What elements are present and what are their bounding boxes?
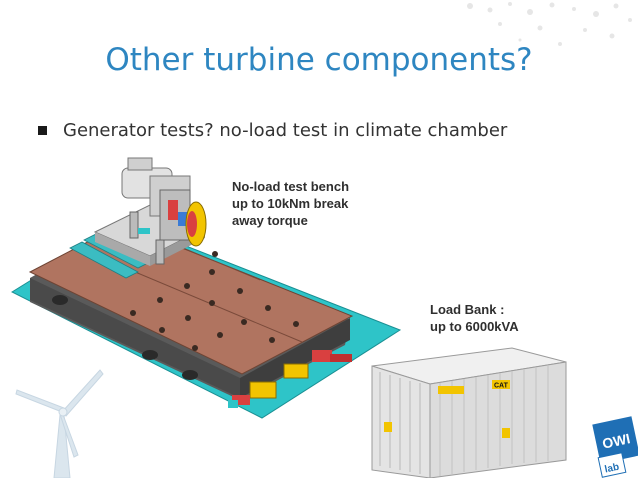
logo-text: OWI — [601, 430, 632, 451]
bench-label-line: No-load test bench — [232, 179, 350, 194]
logo-subtext: lab — [604, 462, 620, 476]
bullet-text: Generator tests? no-load test in climate… — [63, 120, 508, 141]
square-bullet-icon — [38, 126, 47, 135]
slide-title: Other turbine components? — [105, 42, 533, 78]
load-bank-label: Load Bank : up to 6000kVA — [430, 301, 560, 335]
bench-label-line: away torque — [232, 213, 308, 228]
test-bench-label: No-load test bench up to 10kNm break awa… — [232, 178, 392, 229]
loadbank-label-line: Load Bank : — [430, 302, 505, 317]
loadbank-label-line: up to 6000kVA — [430, 319, 519, 334]
bench-label-line: up to 10kNm break — [232, 196, 349, 211]
bullet-item: Generator tests? no-load test in climate… — [38, 120, 507, 141]
svg-text:CAT: CAT — [494, 383, 509, 390]
